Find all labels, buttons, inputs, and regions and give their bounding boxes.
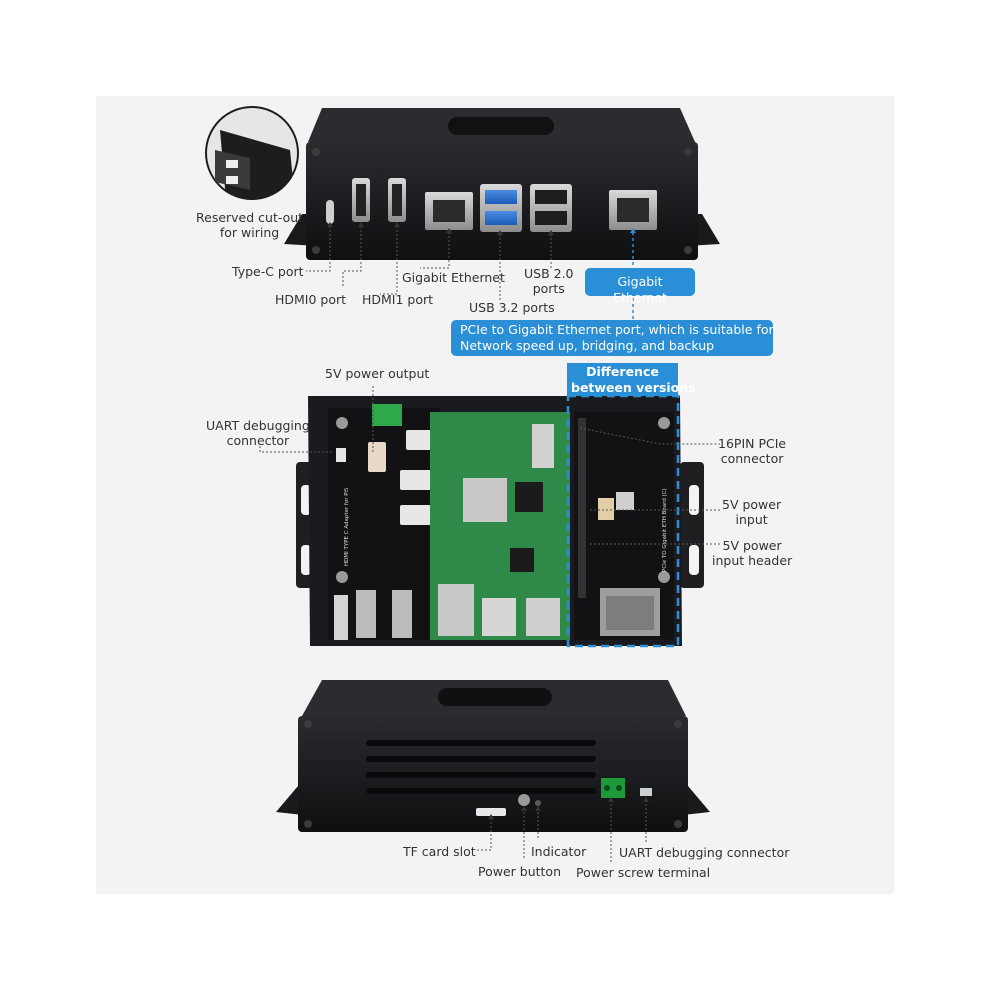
leader-lines xyxy=(259,226,720,862)
board-text-right: PCIe TO Gigabit ETH Board (C) xyxy=(662,488,668,572)
label-power-screw: Power screw terminal xyxy=(576,865,711,880)
middle-device xyxy=(296,396,704,646)
label-16pin-pcie: 16PIN PCIe connector xyxy=(718,436,787,466)
label-uart-mid: UART debugging connector xyxy=(206,418,310,448)
label-uart-bottom: UART debugging connector xyxy=(619,845,790,860)
callout-gigabit-ethernet: Gigabit Ethernet xyxy=(585,268,695,305)
label-5v-power-output: 5V power output xyxy=(325,366,430,381)
side-vents xyxy=(366,740,596,794)
difference-frame xyxy=(566,394,680,648)
vent-grille-bottom-top xyxy=(438,688,552,706)
label-reserved-cutout: Reserved cut-out for wiring xyxy=(196,210,304,240)
label-indicator: Indicator xyxy=(531,844,587,859)
badge-difference-versions: Difference between versions xyxy=(567,363,696,396)
power-screw-terminal xyxy=(601,778,625,798)
uart-port-bottom xyxy=(640,788,652,796)
label-5v-power-input: 5V power input xyxy=(722,497,782,527)
label-5v-power-header: 5V power input header xyxy=(712,538,793,568)
board-text-left: HDMI TYPE C Adapter for Pi5 xyxy=(344,487,350,566)
tf-card-slot xyxy=(476,808,506,816)
cutout-inset xyxy=(205,106,299,200)
label-type-c: Type-C port xyxy=(232,264,304,279)
bottom-device xyxy=(276,680,710,832)
label-power-button: Power button xyxy=(478,864,561,879)
label-hdmi1: HDMI1 port xyxy=(362,292,434,307)
vent-grille-top xyxy=(448,117,554,135)
type-c-port xyxy=(326,200,334,224)
cpu-heatsink xyxy=(463,478,507,522)
top-device xyxy=(284,108,720,260)
power-button xyxy=(518,794,530,806)
label-hdmi0: HDMI0 port xyxy=(275,292,347,307)
label-usb32: USB 3.2 ports xyxy=(469,300,555,315)
callout-pcie-description: PCIe to Gigabit Ethernet port, which is … xyxy=(451,320,774,356)
arrowheads xyxy=(327,222,649,819)
label-tf-card: TF card slot xyxy=(403,844,476,859)
indicator-led xyxy=(535,800,541,806)
label-gigabit-ethernet: Gigabit Ethernet xyxy=(402,270,505,285)
label-usb20: USB 2.0 ports xyxy=(524,266,574,296)
